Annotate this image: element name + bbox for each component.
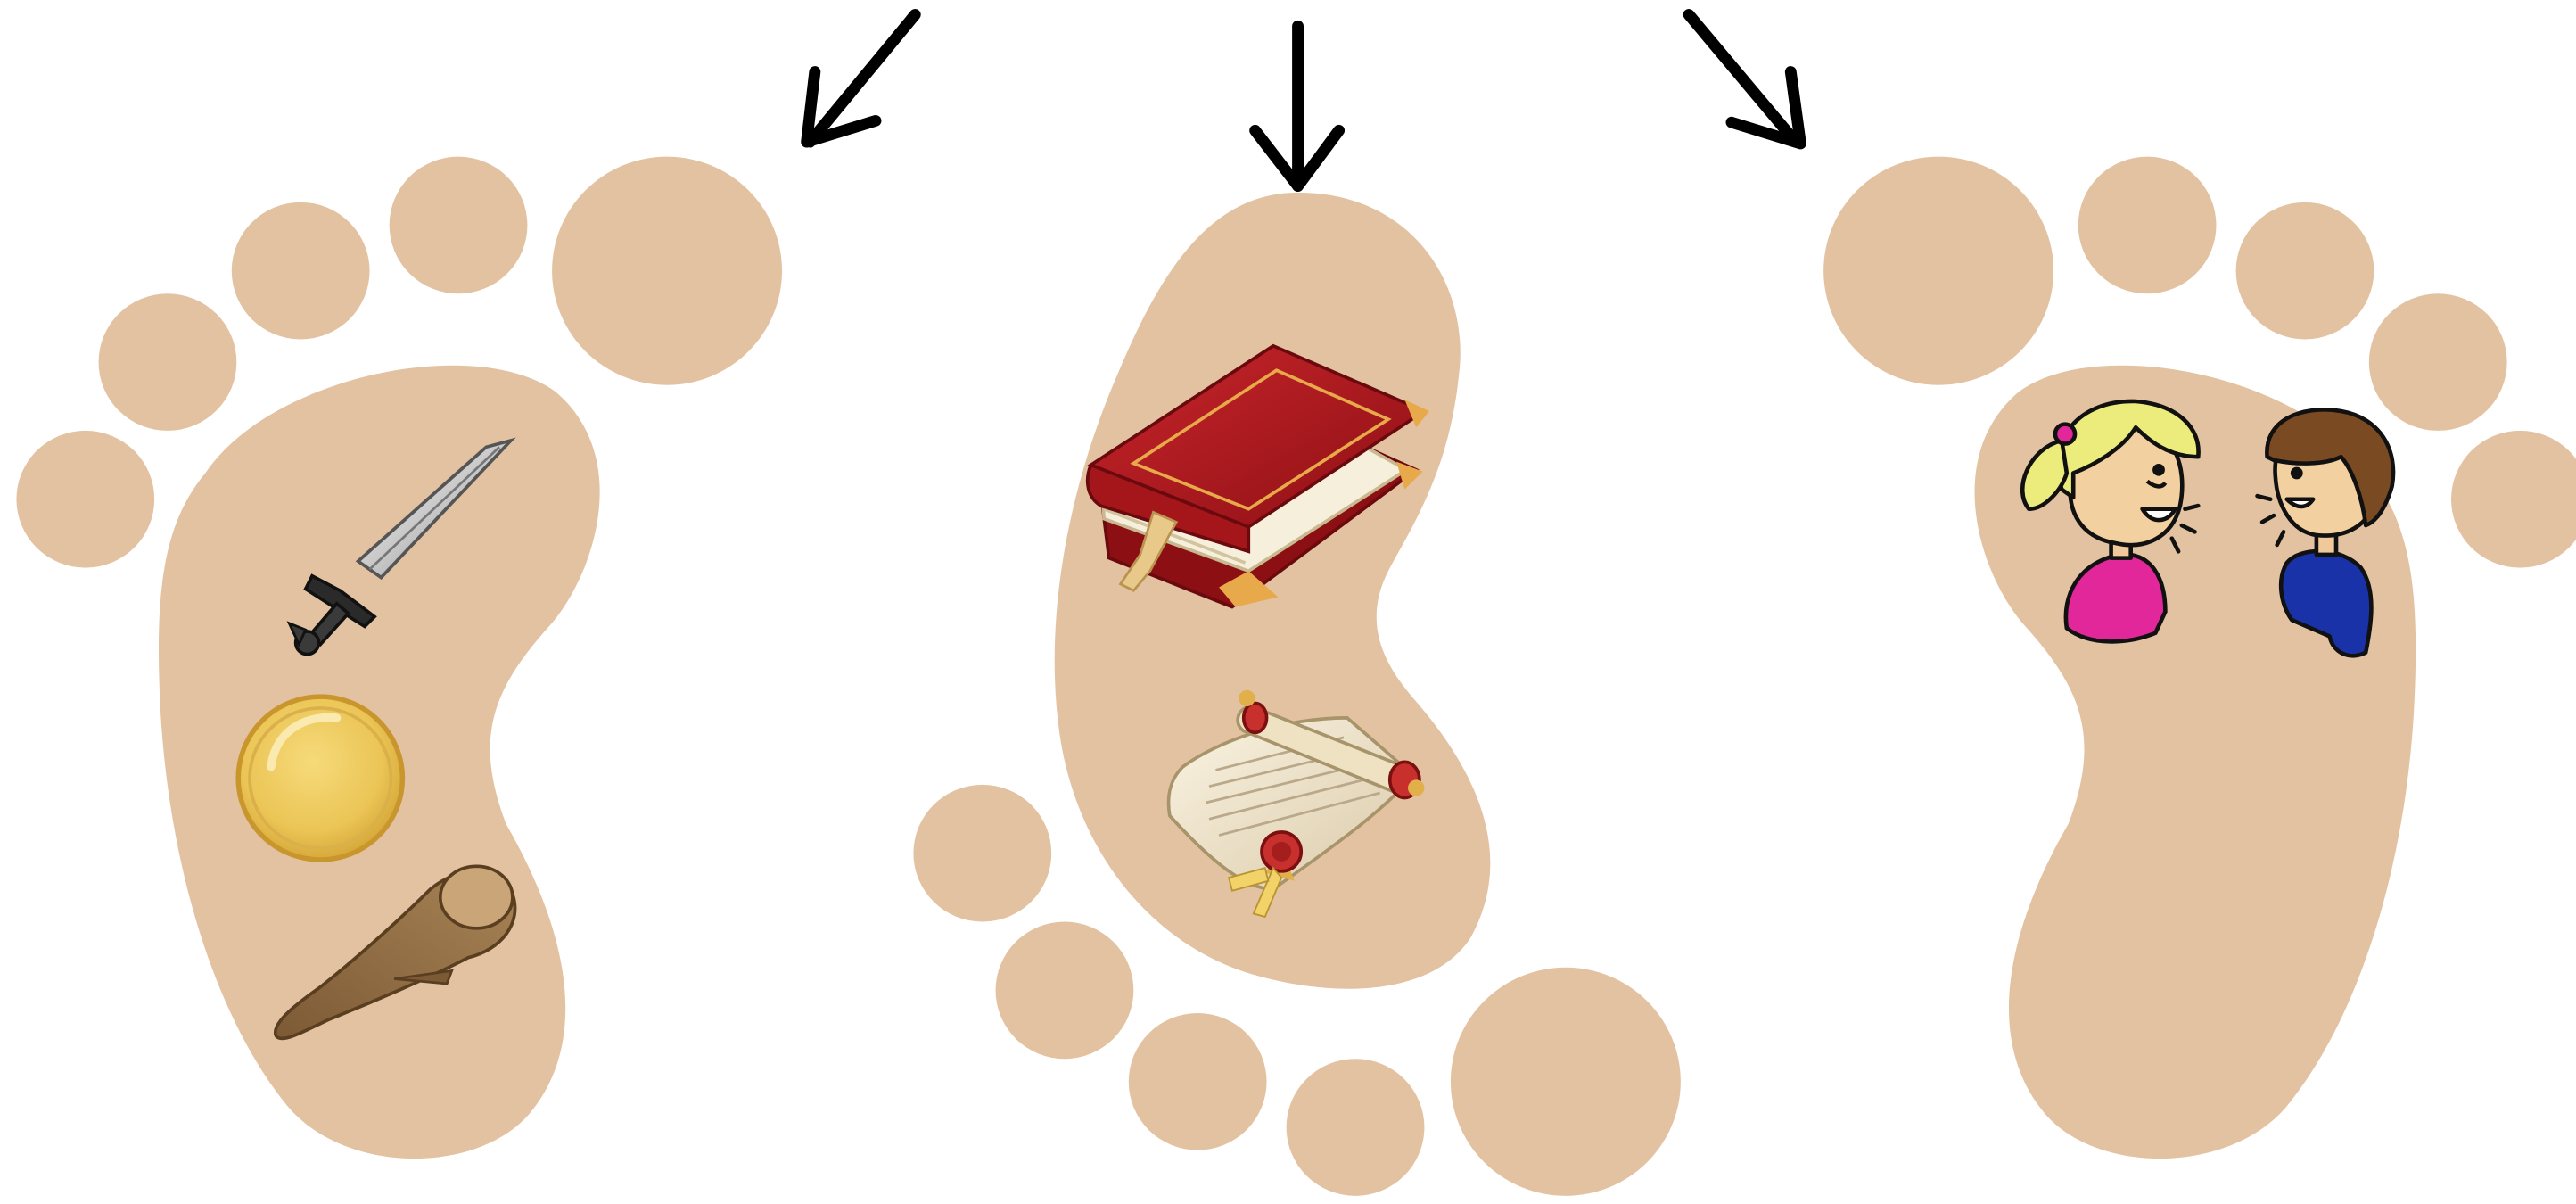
center-toe-2 [996, 922, 1134, 1060]
right-toe-3 [2236, 202, 2374, 340]
arrow-down-right-icon [1689, 14, 1800, 144]
left-toe-4 [99, 293, 237, 431]
center-footprint [913, 193, 1680, 1196]
arrow-down-icon [1255, 26, 1339, 186]
center-toe-4 [1287, 1059, 1425, 1196]
left-footprint [16, 157, 782, 1159]
arrow-down-left-icon [807, 14, 916, 142]
center-toe-3 [1129, 1013, 1267, 1150]
right-toe-4 [2369, 293, 2507, 431]
center-toe-1 [913, 785, 1051, 922]
left-big-toe [552, 157, 782, 385]
right-toe-2 [2078, 157, 2217, 294]
right-footprint [1823, 157, 2576, 1159]
left-little-toe [16, 431, 154, 568]
gold-coin-icon [238, 697, 402, 860]
left-toe-2 [390, 157, 528, 294]
right-little-toe [2451, 431, 2576, 568]
right-big-toe [1823, 157, 2053, 385]
left-toe-3 [232, 202, 370, 340]
center-big-toe [1451, 968, 1681, 1196]
